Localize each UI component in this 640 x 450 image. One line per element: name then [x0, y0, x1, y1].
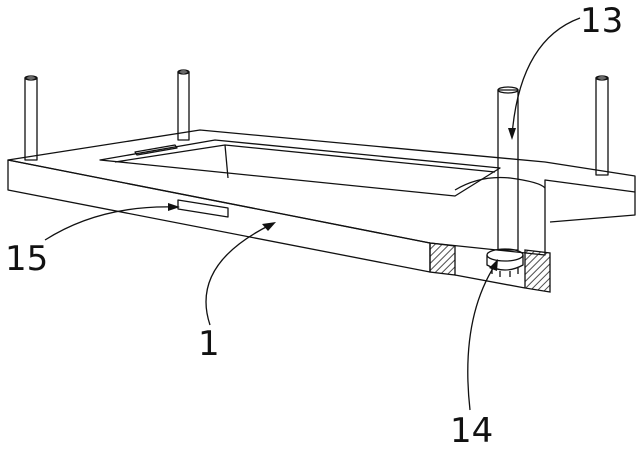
- post-back-right: [595, 77, 609, 176]
- arrow-13: [508, 128, 516, 140]
- label-1: 1: [198, 324, 220, 364]
- arrow-14: [489, 259, 498, 271]
- post-cap: [497, 86, 519, 94]
- post-cap: [177, 69, 190, 75]
- round-pocket: [454, 176, 546, 191]
- handle-15: [177, 199, 229, 218]
- leader-15: [44, 206, 176, 241]
- recess-wall: [224, 144, 229, 179]
- top-slot: [134, 144, 178, 156]
- posts: [24, 69, 609, 251]
- hatched-section-right: [524, 249, 551, 293]
- post-cap: [24, 75, 38, 81]
- label-14: 14: [450, 411, 493, 450]
- post-cap: [595, 75, 609, 81]
- recess: [99, 139, 501, 197]
- wheel-body: [486, 255, 524, 271]
- base-plate: [7, 129, 636, 273]
- base-top-face: [7, 129, 636, 256]
- leader-13: [511, 17, 581, 136]
- section-bottom: [454, 274, 526, 289]
- label-15: 15: [5, 239, 48, 279]
- post-front-right: [497, 89, 519, 251]
- arrow-15: [168, 203, 180, 211]
- base-right-side: [549, 192, 636, 223]
- leader-14: [467, 264, 496, 411]
- arrow-1: [262, 222, 276, 231]
- leader-lines: [44, 17, 581, 411]
- post-front-left: [24, 77, 38, 161]
- label-13: 13: [580, 1, 623, 41]
- post-back-left: [177, 71, 190, 141]
- hatched-section-left: [429, 242, 456, 276]
- leader-1: [205, 224, 271, 326]
